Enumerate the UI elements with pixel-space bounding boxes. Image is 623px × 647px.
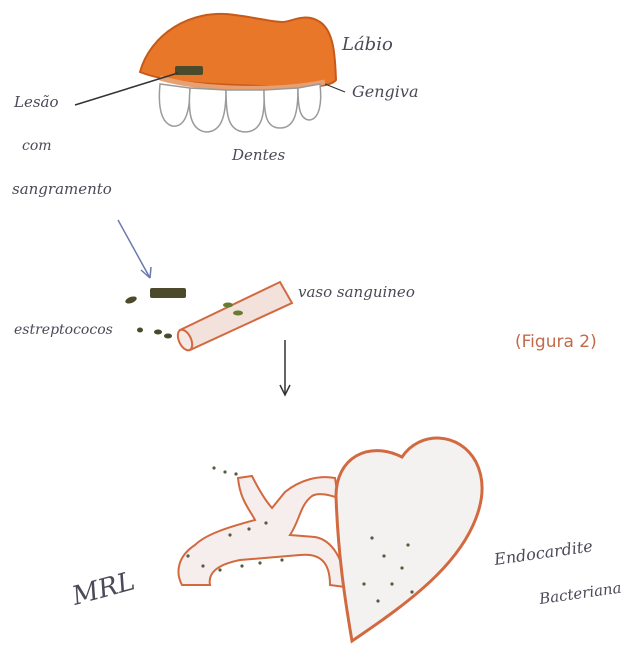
figure-caption: (Figura 2) — [515, 332, 597, 352]
bacterium-in-vessel — [223, 303, 233, 308]
label-lesao-1: Lesão — [13, 93, 59, 111]
label-lesao-2: com — [22, 138, 52, 154]
label-gengiva: Gengiva — [352, 82, 419, 101]
artist-signature: MRL — [68, 566, 138, 612]
label-lesao-3: sangramento — [12, 180, 112, 198]
bacterium — [137, 328, 143, 333]
label-dentes: Dentes — [231, 146, 285, 164]
heart — [336, 438, 482, 641]
bacterium — [124, 295, 137, 305]
down-arrow — [280, 340, 290, 395]
label-estreptococos: estreptococos — [14, 322, 113, 338]
heart-illustration — [178, 438, 482, 641]
bacteria-chain — [150, 288, 186, 298]
blood-vessel — [175, 282, 292, 353]
bacteria-arrow — [118, 220, 151, 278]
label-endocardite: Endocardite Bacteriana — [492, 536, 623, 608]
tooth — [159, 84, 190, 126]
gum-pointer-line — [325, 84, 345, 92]
label-vaso: vaso sanguineo — [298, 283, 415, 301]
tooth — [189, 88, 226, 132]
tooth — [264, 88, 298, 128]
bacterium-in-vessel — [233, 311, 243, 316]
label-endocardite-1: Endocardite — [492, 536, 594, 569]
tooth — [226, 90, 264, 132]
bacterium — [164, 334, 172, 339]
label-endocardite-2: Bacteriana — [537, 579, 622, 608]
label-labio: Lábio — [341, 34, 393, 55]
tooth — [298, 84, 321, 120]
bleeding-lesion — [175, 66, 203, 75]
teeth — [159, 84, 320, 132]
mouth-illustration — [75, 14, 345, 132]
bacteria-cluster — [124, 288, 186, 339]
great-vessels — [178, 476, 345, 587]
bacterium — [154, 330, 162, 335]
